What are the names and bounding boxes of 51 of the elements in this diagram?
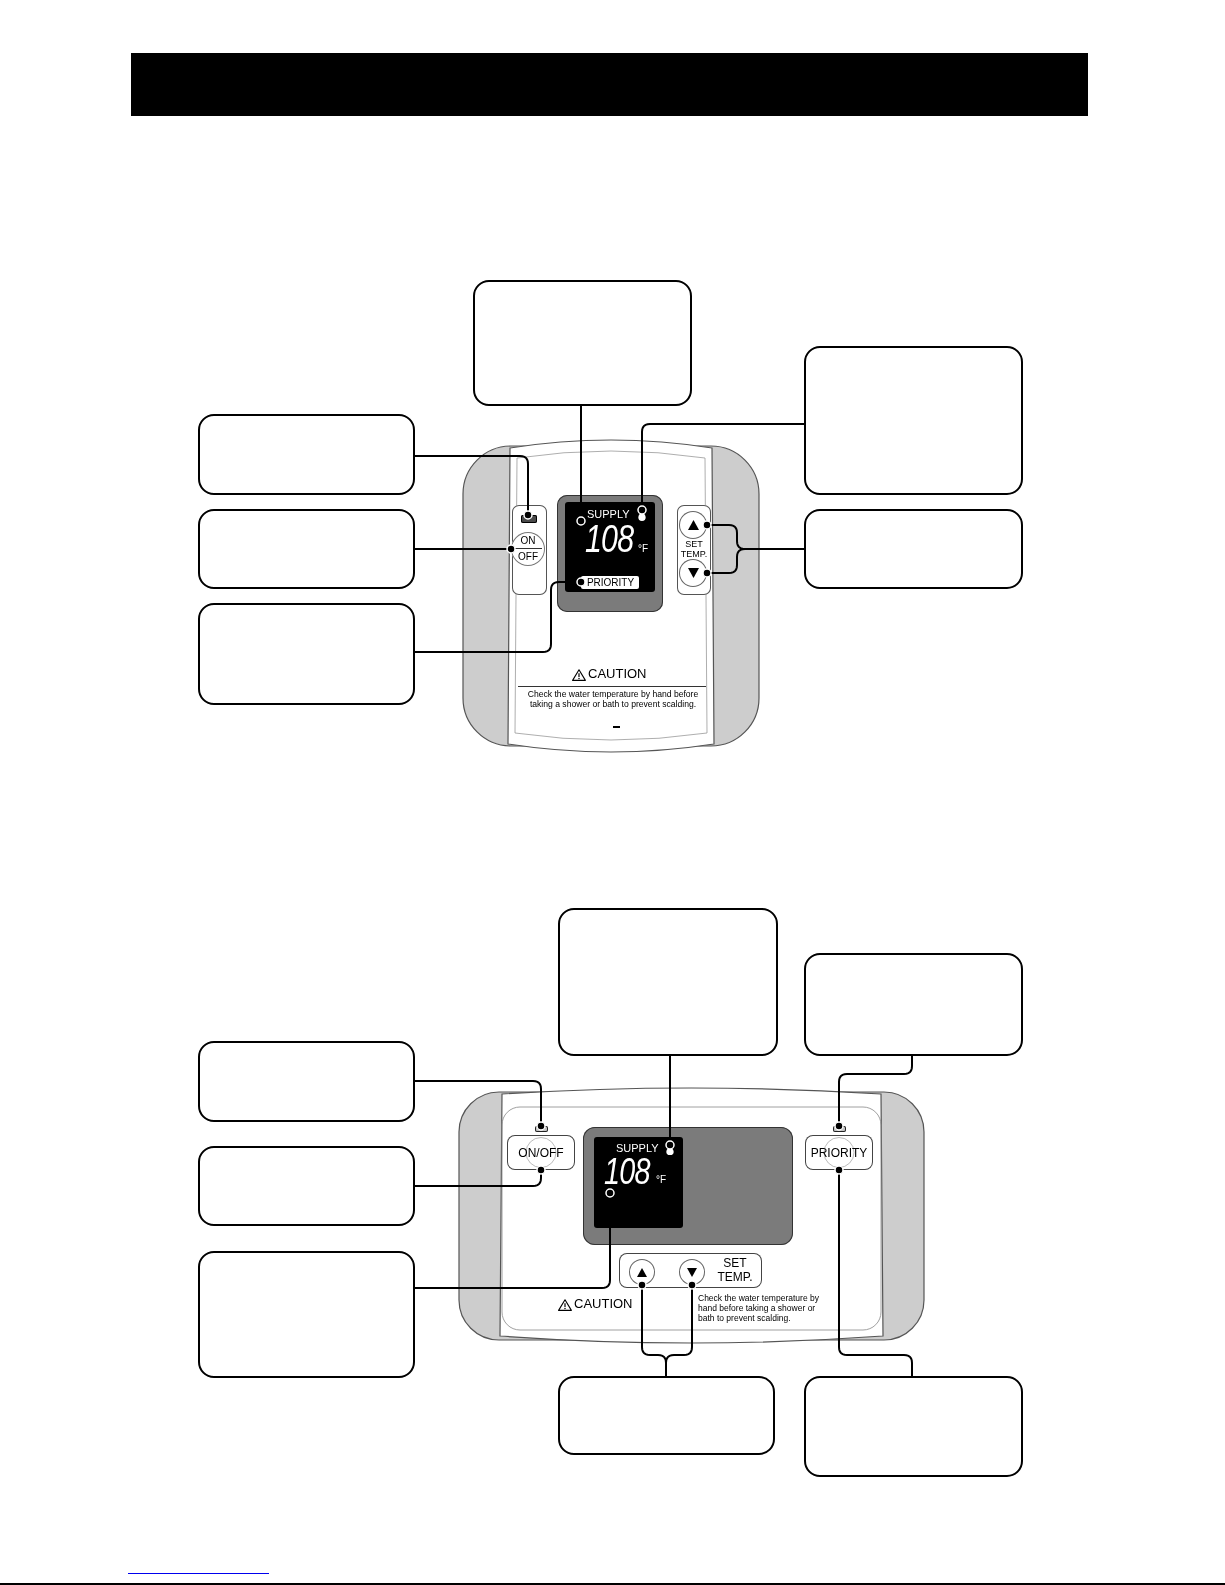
callout-box	[804, 509, 1023, 589]
title-bar	[131, 53, 1088, 116]
leader-line	[414, 544, 516, 554]
callout-box	[558, 1376, 775, 1455]
leader-line	[414, 1080, 546, 1131]
caution-heading: CAUTION	[588, 667, 648, 683]
callout-box	[473, 280, 692, 406]
display-screen	[594, 1137, 683, 1228]
leader-line	[834, 1165, 913, 1377]
display-label: SUPPLY	[616, 1142, 660, 1154]
temperature-readout: 108°F	[577, 521, 652, 557]
indicator-light	[833, 1126, 846, 1132]
priority-button: PRIORITY	[805, 1135, 873, 1170]
up-button	[629, 1259, 655, 1285]
caution-text: Check the water temperature by hand before taking a shower or bath to prevent scalding.	[698, 1293, 820, 1326]
callout-box	[804, 1376, 1023, 1477]
set-temp-panel	[677, 505, 711, 595]
caution-text: Check the water temperature by hand before taking a shower or bath to prevent scalding.	[526, 689, 700, 712]
down-button	[679, 1259, 705, 1285]
display-screen	[565, 502, 655, 592]
indicator-light	[535, 1126, 548, 1132]
indicator-light	[521, 515, 537, 523]
set-temp-label: SET TEMP.	[679, 539, 709, 559]
leader-line	[414, 455, 533, 520]
callout-box	[198, 509, 415, 589]
leader-line	[576, 405, 586, 526]
up-button	[679, 511, 707, 539]
caution-heading: CAUTION	[574, 1297, 634, 1313]
remote-controller	[462, 436, 760, 756]
set-temp-panel	[619, 1253, 762, 1288]
callout-box	[804, 346, 1023, 495]
leader-line	[834, 1055, 913, 1131]
remote-controller	[458, 1086, 925, 1346]
leader-line	[414, 1165, 546, 1187]
callout-box	[558, 908, 778, 1056]
callout-box	[198, 1251, 415, 1378]
down-button	[679, 559, 707, 587]
set-temp-label: SET TEMP.	[716, 1256, 754, 1285]
callout-box	[198, 414, 415, 495]
callout-box	[804, 953, 1023, 1056]
callout-box	[198, 1146, 415, 1226]
leader-line	[637, 423, 805, 515]
priority-indicator: PRIORITY	[581, 576, 639, 589]
leader-line	[414, 577, 586, 653]
display-label: SUPPLY	[587, 508, 631, 520]
callout-box	[198, 1041, 415, 1122]
temperature-readout: 108 °F	[601, 1155, 674, 1193]
power-button: ON/OFF	[507, 1135, 575, 1170]
leader-line	[414, 1188, 615, 1289]
leader-line	[665, 1055, 675, 1150]
callout-box	[198, 603, 415, 705]
